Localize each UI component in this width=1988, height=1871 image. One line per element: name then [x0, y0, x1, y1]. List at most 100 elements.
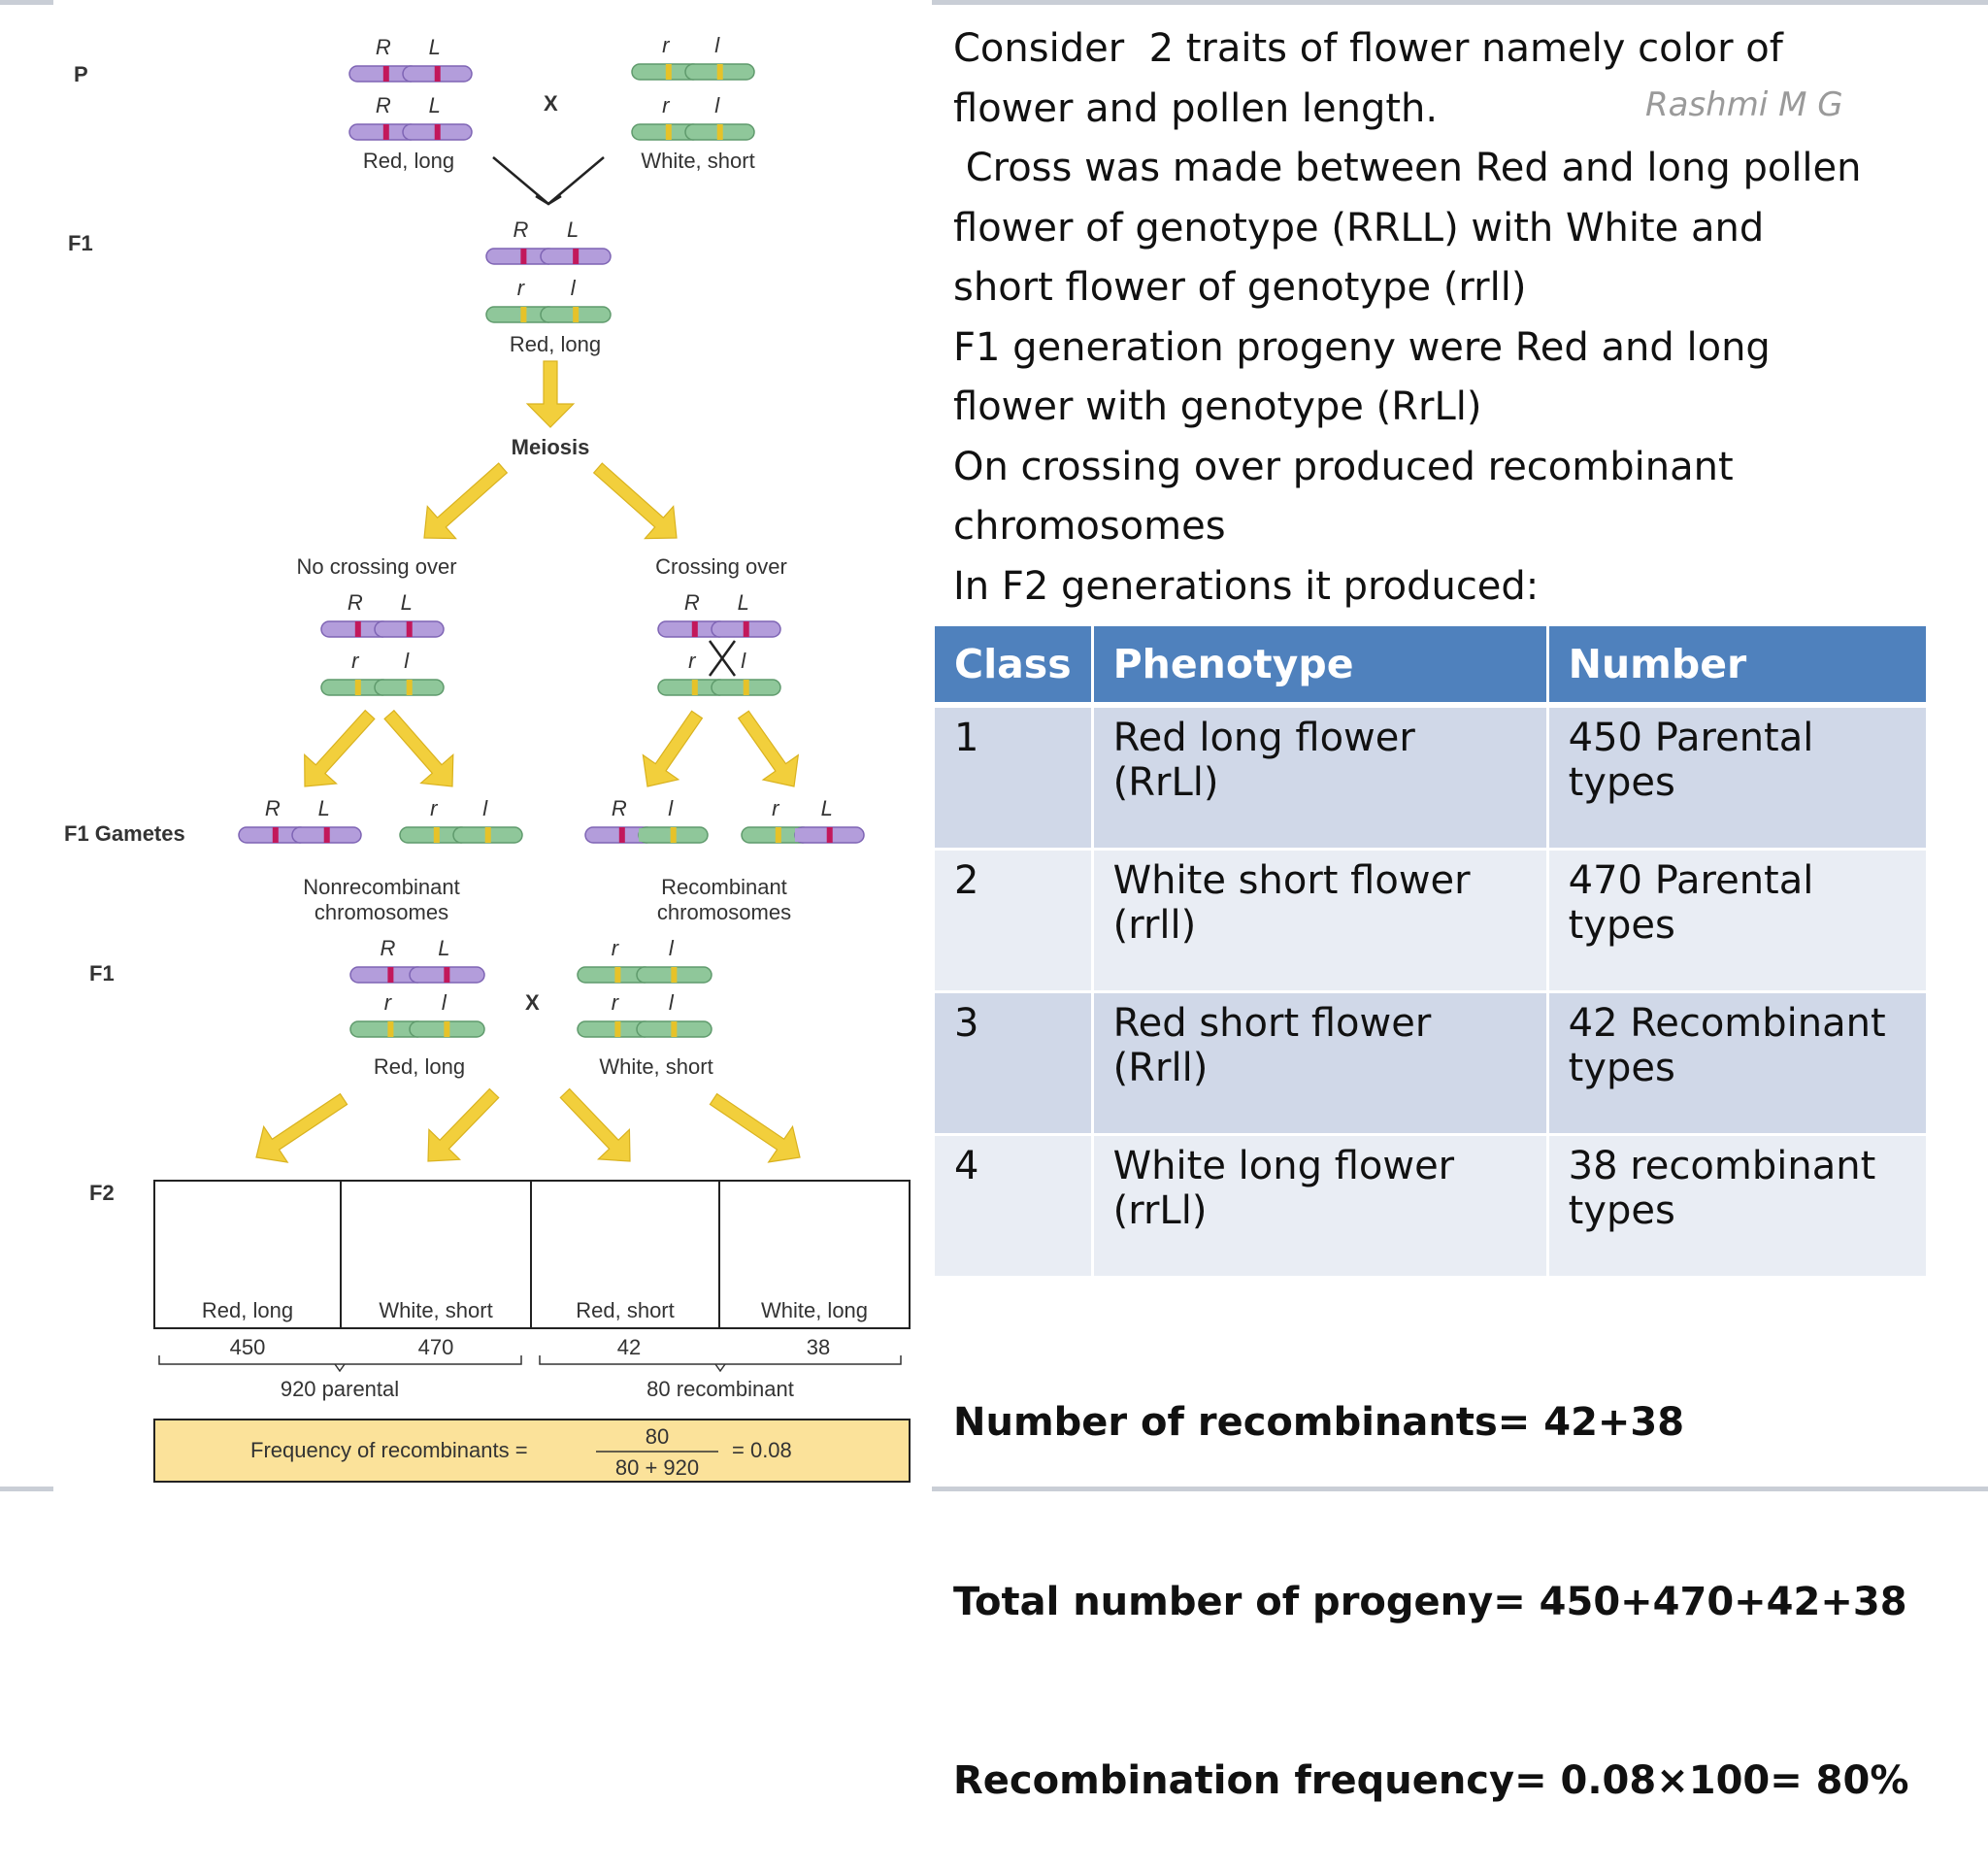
cross-lines — [492, 156, 605, 206]
description-line: short flower of genotype (rrll) — [953, 265, 1527, 310]
gene-band — [434, 124, 441, 140]
gene-band — [434, 66, 441, 82]
gene-band — [387, 1021, 394, 1037]
allele-label: r — [662, 93, 671, 117]
recombinant-label-1: Recombinant — [661, 875, 787, 899]
allele-label: L — [429, 35, 441, 59]
cell-phenotype: Red long flower(RrLl) — [1092, 705, 1549, 851]
allele-label: R — [348, 590, 363, 615]
allele-label: l — [571, 276, 577, 300]
calculation-line: Total number of progeny= 450+470+42+38 — [953, 1579, 1907, 1624]
testcross-right-label: White, short — [599, 1054, 712, 1079]
recombinant-label-2: chromosomes — [657, 900, 791, 924]
allele-label: l — [482, 796, 488, 820]
gene-band — [743, 680, 749, 695]
description-line: chromosomes — [953, 504, 1226, 549]
frequency-result: = 0.08 — [732, 1438, 792, 1462]
yellow-arrow — [642, 710, 704, 787]
allele-label: r — [772, 796, 780, 820]
generation-label-f1: F1 — [68, 231, 93, 255]
allele-label: r — [517, 276, 526, 300]
description-line: flower of genotype (RRLL) with White and — [953, 205, 1765, 251]
description-line: On crossing over produced recombinant — [953, 444, 1734, 489]
frequency-denominator: 80 + 920 — [615, 1455, 699, 1480]
gene-band — [387, 967, 394, 983]
allele-label: R — [265, 796, 281, 820]
gene-band — [406, 621, 413, 637]
gene-band — [444, 967, 450, 983]
cell-line: Red short flower — [1112, 1001, 1432, 1046]
gene-band — [614, 1021, 621, 1037]
yellow-arrow — [383, 709, 454, 787]
chromosome-junction — [795, 828, 811, 842]
frequency-label: Frequency of recombinants = — [250, 1438, 528, 1462]
gene-band — [618, 827, 625, 843]
p-left-label: Red, long — [363, 149, 454, 173]
cell-line: Red long flower — [1112, 716, 1415, 760]
allele-label: r — [612, 936, 620, 960]
f2-count-4: 38 — [807, 1335, 830, 1359]
meiosis-label: Meiosis — [512, 435, 590, 459]
allele-label: R — [376, 35, 391, 59]
arrow-layer — [255, 360, 801, 1163]
cell-line: 470 Parental — [1568, 858, 1814, 903]
f2-count-3: 42 — [617, 1335, 641, 1359]
header-class: Class — [935, 626, 1094, 708]
header-number: Number — [1547, 626, 1926, 708]
calculation-line: Recombination frequency= 0.08×100= 80% — [953, 1758, 1909, 1803]
allele-label: L — [318, 796, 330, 820]
nonrecombinant-label-2: chromosomes — [315, 900, 448, 924]
allele-label: l — [714, 33, 720, 57]
f2-phenotype-3: Red, short — [576, 1298, 675, 1322]
cell-line: types — [1568, 760, 1675, 805]
gene-band — [573, 249, 580, 264]
allele-label: l — [669, 936, 675, 960]
allele-label: r — [688, 649, 697, 673]
cell-line: 42 Recombinant — [1568, 1001, 1886, 1046]
description-panel: Consider 2 traits of flower namely color… — [953, 19, 1963, 617]
yellow-arrow — [592, 462, 678, 540]
allele-label: l — [668, 796, 674, 820]
parental-total: 920 parental — [281, 1377, 399, 1401]
cell-class: 2 — [935, 849, 1094, 993]
allele-label: l — [669, 990, 675, 1015]
description-line: flower with genotype (RrLl) — [953, 384, 1482, 429]
gene-band — [406, 680, 413, 695]
allele-label: R — [684, 590, 700, 615]
f2-count-1: 450 — [230, 1335, 266, 1359]
genetic-cross-diagram: RLRLrlrlRLrlRLrlRLrlRLrlRlrLRLrlrlrlRLrl… — [64, 33, 911, 1483]
allele-label: r — [384, 990, 393, 1015]
gene-band — [670, 827, 677, 843]
gene-band — [520, 249, 527, 264]
top-edge-bar — [932, 0, 1988, 5]
gene-band — [354, 621, 361, 637]
recombinant-brace — [539, 1355, 902, 1365]
allele-label: L — [567, 217, 579, 242]
f2-phenotype-4: White, long — [761, 1298, 868, 1322]
allele-label: R — [612, 796, 627, 820]
yellow-arrow — [525, 360, 576, 428]
bottom-edge-bar — [0, 1487, 53, 1491]
cell-line: (RrLl) — [1112, 760, 1219, 805]
gene-band — [671, 967, 678, 983]
cell-line: White short flower — [1112, 858, 1471, 903]
gene-band — [484, 827, 491, 843]
allele-label: l — [741, 649, 746, 673]
gene-band — [716, 124, 723, 140]
gene-band — [382, 124, 389, 140]
f2-phenotype-1: Red, long — [202, 1298, 293, 1322]
gene-band — [691, 621, 698, 637]
p-right-label: White, short — [641, 149, 754, 173]
nonrecombinant-label-1: Nonrecombinant — [303, 875, 459, 899]
testcross-cross-symbol: X — [525, 990, 540, 1015]
